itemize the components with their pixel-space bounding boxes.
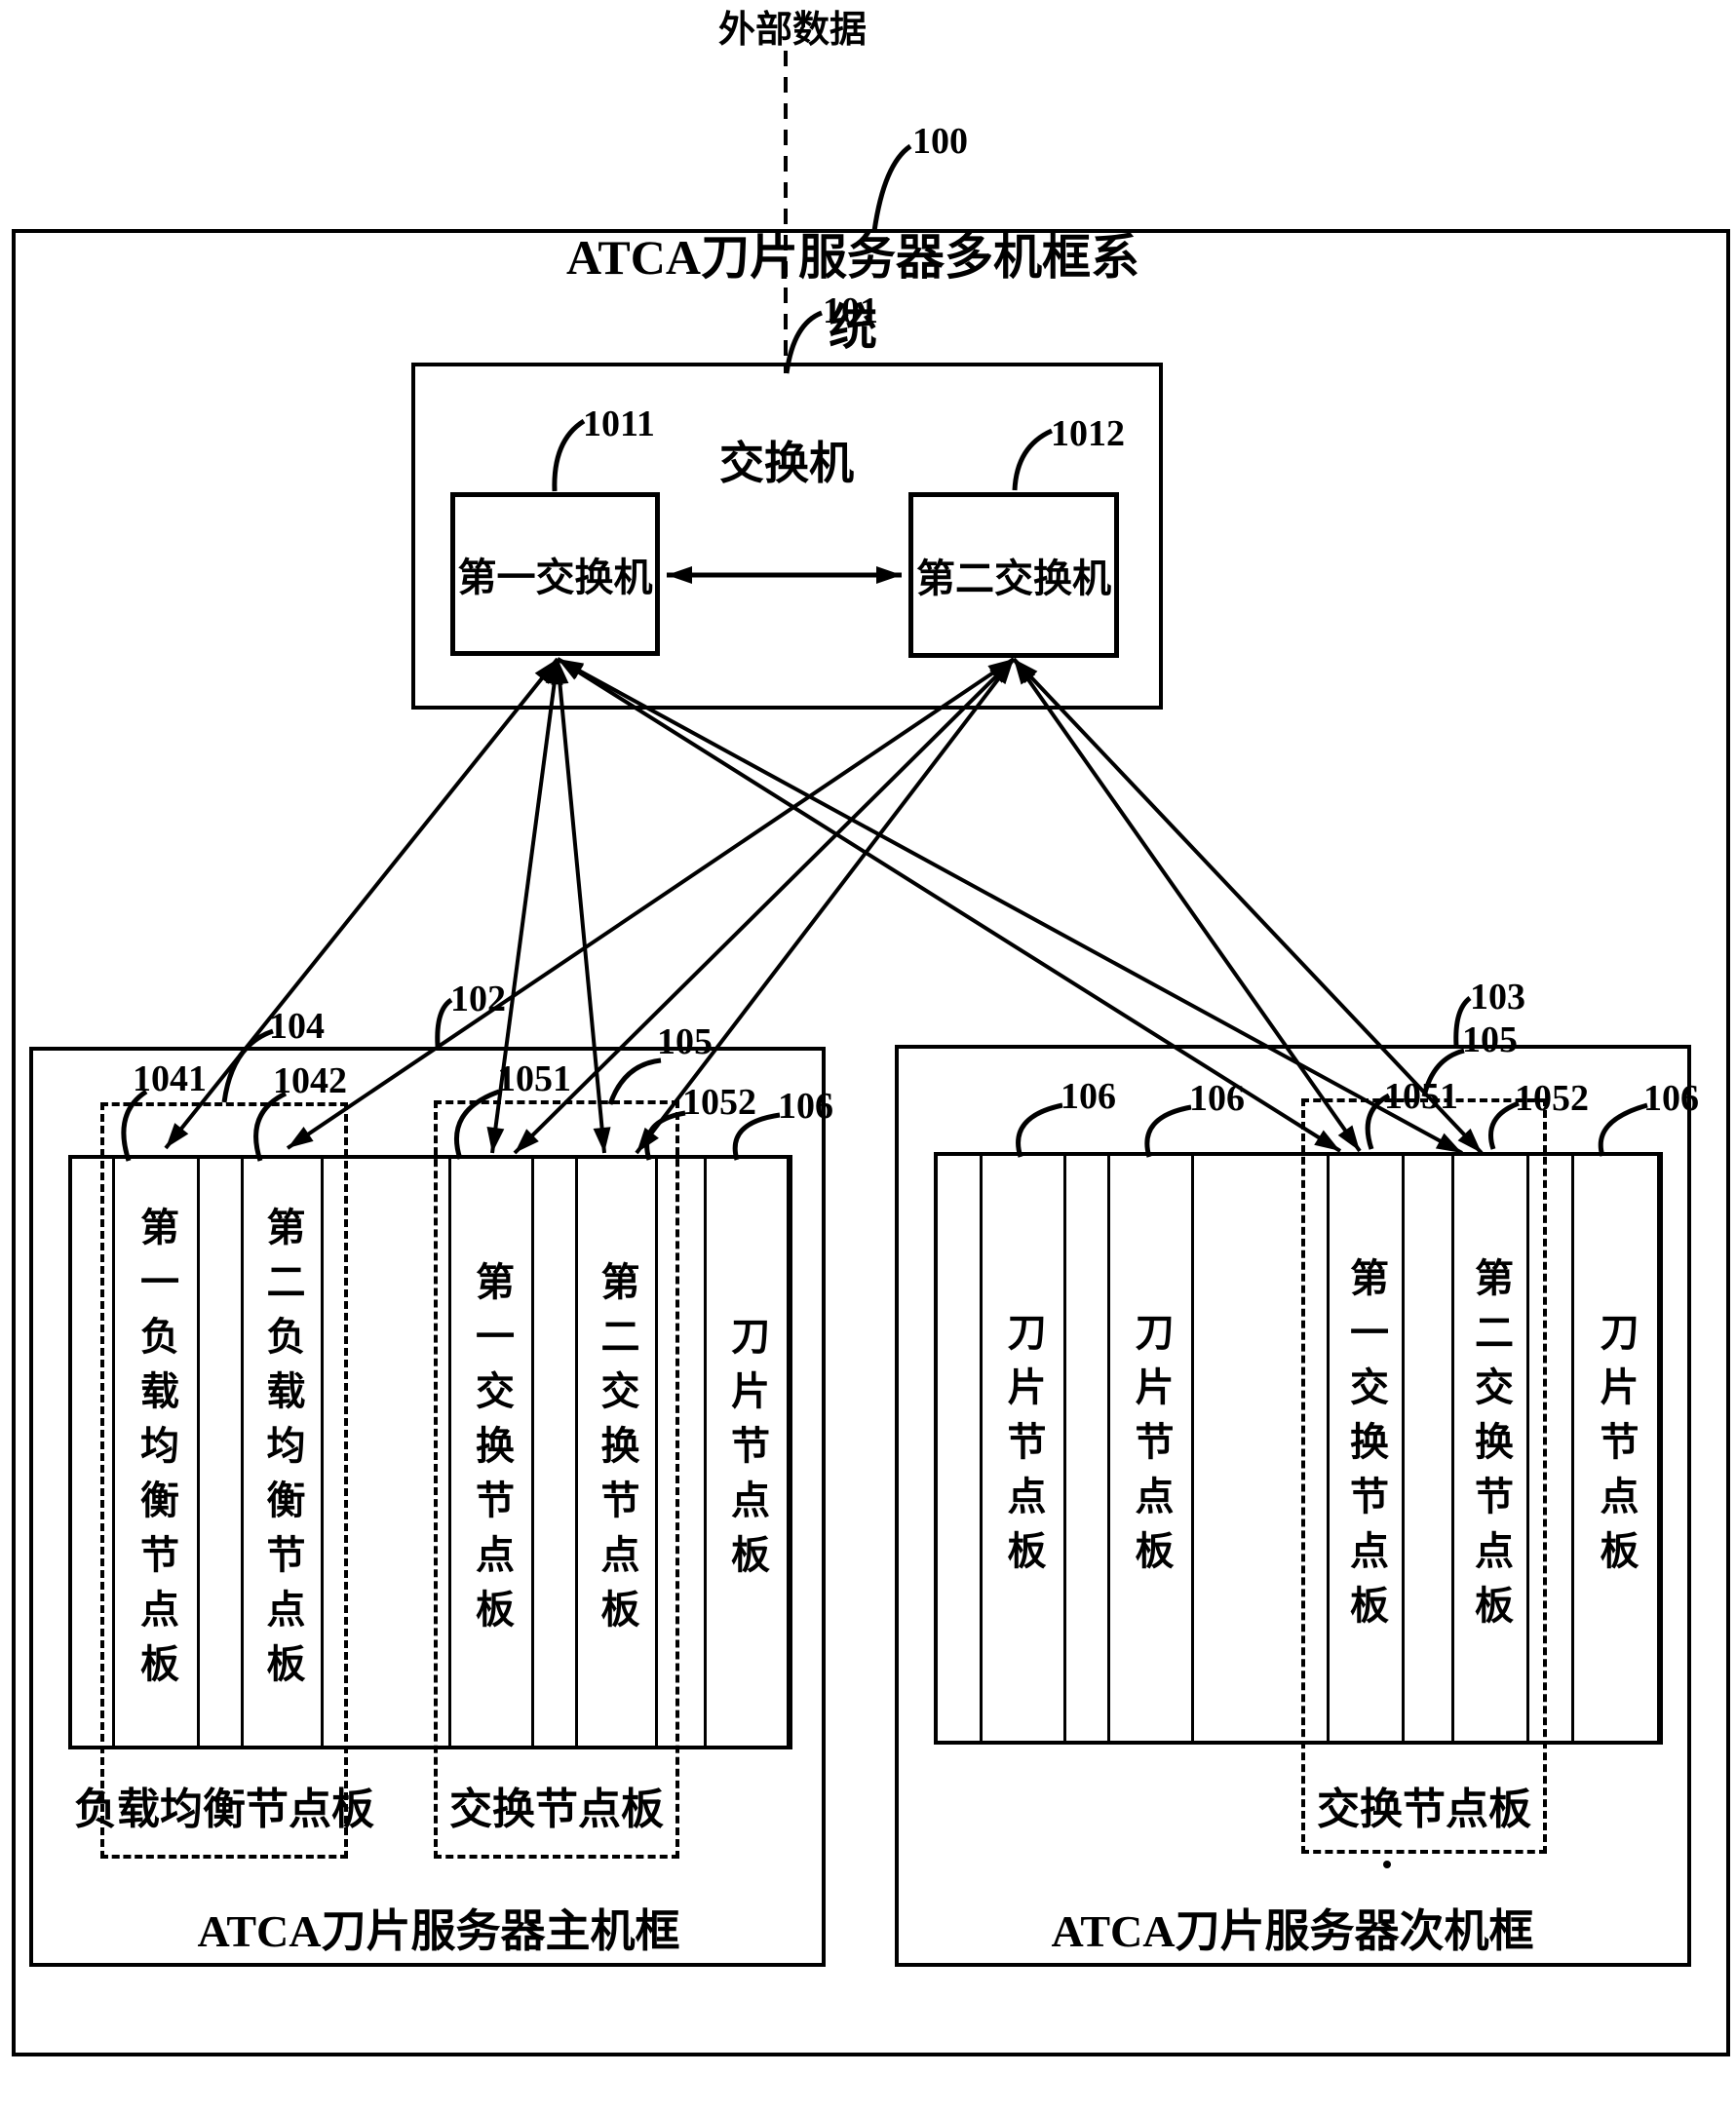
board-first-lb: 第一负载均衡节点板 [112,1155,200,1749]
board-blade1-secondary: 刀片节点板 [980,1152,1066,1745]
switch-node-group-caption-secondary: 交换节点板 [1317,1786,1531,1833]
board-second-switch-node-secondary: 第二交换节点板 [1451,1152,1529,1745]
link-sw2-lb2 [286,657,1016,1150]
ref-106-sec3: 106 [1643,1078,1699,1119]
leader-100 [871,143,912,232]
board-first-lb-label: 第一负载均衡节点板 [135,1207,178,1698]
board-blade1-secondary-label: 刀片节点板 [1001,1312,1046,1585]
main-chassis-shelf [68,1155,792,1749]
board-first-switch-node-main-label: 第一交换节点板 [470,1261,514,1643]
secondary-chassis-title: ATCA刀片服务器次机框 [1051,1906,1534,1956]
board-first-switch-node-secondary: 第一交换节点板 [1327,1152,1405,1745]
ref-1012: 1012 [1051,413,1125,454]
leader-102 [435,997,453,1047]
leader-1051-sec [1365,1093,1391,1150]
secondary-chassis-shelf [934,1152,1663,1745]
leader-106-sec1 [1016,1102,1063,1158]
link-sw2-snb1-main [513,657,1016,1155]
board-blade-main-label: 刀片节点板 [725,1316,769,1589]
leader-1051-main [454,1089,500,1160]
second-switch-label: 第二交换机 [916,557,1111,600]
board-second-switch-node-main: 第二交换节点板 [575,1155,658,1749]
ref-104: 104 [269,1006,325,1047]
system-outer-box [12,229,1730,2056]
board-first-switch-node-main: 第一交换节点板 [448,1155,534,1749]
first-switch-box: 第一交换机 [450,492,660,656]
stray-dot [1383,1861,1391,1868]
board-blade2-secondary: 刀片节点板 [1107,1152,1194,1745]
ref-1051-sec: 1051 [1384,1076,1458,1117]
board-second-switch-node-secondary-label: 第二交换节点板 [1469,1257,1513,1639]
lb-group-caption: 负载均衡节点板 [74,1786,374,1833]
ref-105-main: 105 [657,1021,713,1062]
board-blade-main: 刀片节点板 [704,1155,790,1749]
ref-105-sec: 105 [1462,1019,1518,1060]
leader-105-main [607,1057,662,1105]
leader-106-sec2 [1144,1104,1192,1158]
leader-106-sec3 [1598,1102,1648,1157]
ref-1011: 1011 [583,403,655,444]
ref-103: 103 [1470,977,1525,1018]
link-sw2-snb2-sec [1012,657,1484,1155]
leader-1041 [121,1089,148,1162]
main-chassis-title: ATCA刀片服务器主机框 [197,1906,680,1956]
external-data-label: 外部数据 [717,9,867,51]
board-blade3-secondary: 刀片节点板 [1571,1152,1660,1745]
board-second-lb-label: 第二负载均衡节点板 [260,1207,305,1698]
board-first-switch-node-secondary-label: 第一交换节点板 [1344,1257,1388,1639]
switch-node-group-caption-main: 交换节点板 [449,1786,664,1833]
ref-106-main: 106 [778,1086,833,1127]
link-sw2-snb2-main [635,657,1016,1155]
leader-106-main [732,1112,781,1161]
second-switch-box: 第二交换机 [908,492,1119,658]
leader-1052-main [644,1110,686,1161]
ref-101: 101 [823,290,878,331]
leader-103 [1453,996,1472,1047]
leader-1042 [253,1091,288,1162]
board-blade2-secondary-label: 刀片节点板 [1129,1312,1174,1585]
ref-1051-main: 1051 [497,1058,571,1099]
board-blade3-secondary-label: 刀片节点板 [1594,1312,1639,1585]
ref-1052-main: 1052 [682,1082,756,1123]
first-switch-label: 第一交换机 [457,556,653,599]
leader-101 [784,310,824,374]
ref-106-sec1: 106 [1061,1076,1116,1117]
leader-104 [221,1028,274,1103]
ref-1041: 1041 [133,1058,207,1099]
ref-100: 100 [912,121,968,162]
system-title: ATCA刀片服务器多机框系统 [566,230,1139,355]
ref-1042: 1042 [273,1060,347,1101]
board-second-lb: 第二负载均衡节点板 [241,1155,324,1749]
board-second-switch-node-main-label: 第二交换节点板 [595,1261,639,1643]
leader-1012 [1012,428,1054,491]
leader-1052-sec [1487,1100,1520,1150]
ref-1052-sec: 1052 [1515,1078,1589,1119]
switch-unit-title: 交换机 [719,439,854,488]
ref-102: 102 [450,979,506,1019]
leader-1011 [552,418,586,492]
leader-105-sec [1421,1048,1465,1097]
ref-106-sec2: 106 [1189,1078,1245,1119]
